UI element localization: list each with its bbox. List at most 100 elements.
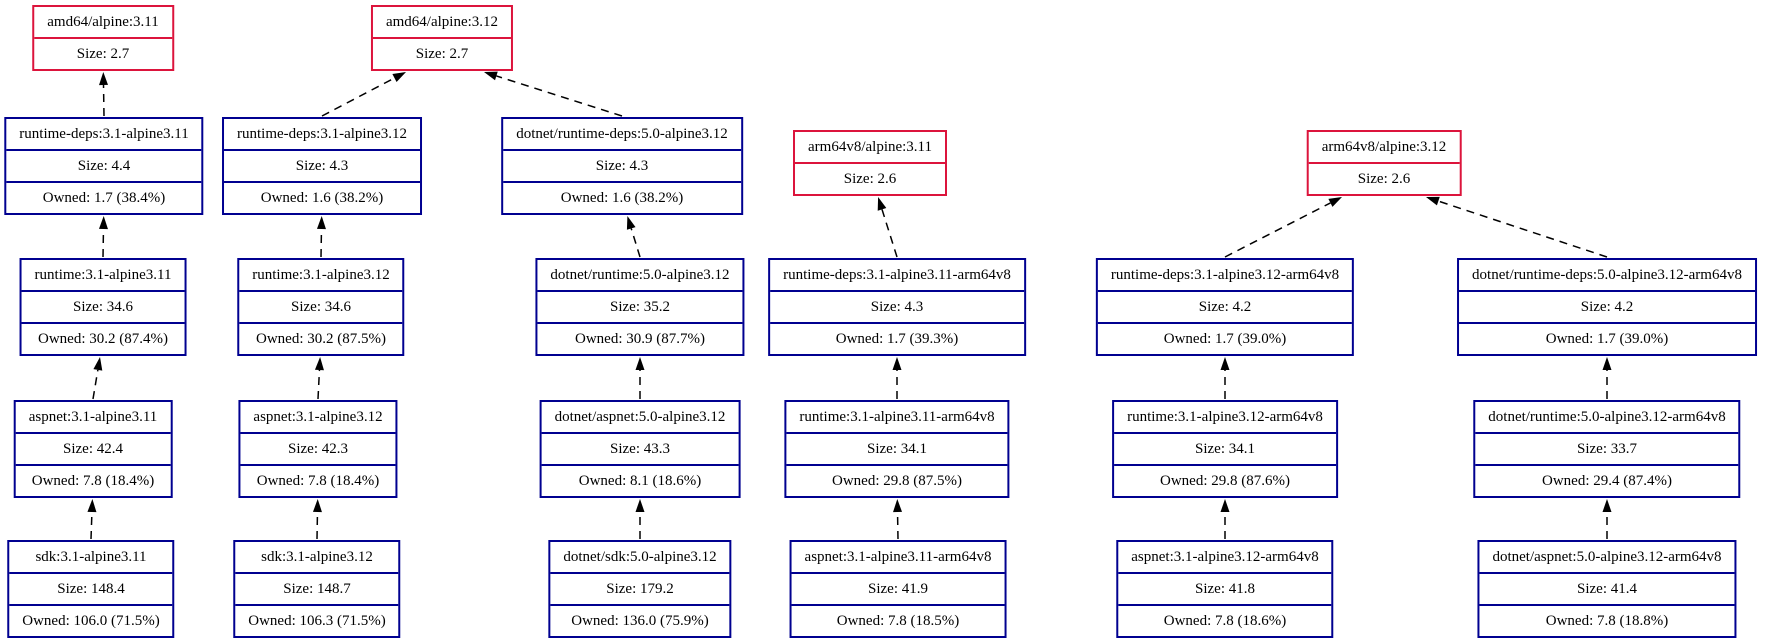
edge-n-runtime-311-to-n-runtime-deps-311 (98, 216, 108, 258)
node-size: Size: 43.3 (541, 432, 739, 464)
edge-n-runtime-311-arm-to-n-runtime-deps-311-arm (892, 357, 902, 399)
node-size: Size: 35.2 (537, 290, 743, 322)
node-owned: Owned: 1.6 (38.2%) (503, 181, 741, 213)
edge-n-runtime-deps-311-arm-to-n-arm64v8-alpine-311 (877, 197, 898, 258)
arrowhead-icon (1602, 499, 1612, 512)
edge-n-dotnet-runtime-50-arm-to-n-dotnet-runtime-deps-50-arm (1602, 357, 1612, 399)
node-owned: Owned: 1.6 (38.2%) (224, 181, 420, 213)
arrowhead-icon (635, 499, 645, 512)
node-size: Size: 33.7 (1475, 432, 1739, 464)
node-size: Size: 4.4 (6, 149, 202, 181)
node-size: Size: 2.6 (795, 162, 945, 194)
node-size: Size: 41.4 (1479, 572, 1735, 604)
node-title: arm64v8/alpine:3.12 (1321, 139, 1447, 155)
node-owned: Owned: 29.8 (87.6%) (1114, 464, 1336, 496)
node-title: amd64/alpine:3.12 (385, 14, 499, 30)
node-title: runtime-deps:3.1-alpine3.12 (237, 126, 407, 142)
node-size: Size: 34.1 (1114, 432, 1336, 464)
node-size: Size: 2.6 (1308, 162, 1460, 194)
edge-n-aspnet-311-arm-to-n-runtime-311-arm (893, 499, 903, 540)
node-owned: Owned: 30.2 (87.5%) (239, 322, 403, 354)
edge-n-runtime-312-arm-to-n-runtime-deps-312-arm (1220, 357, 1230, 399)
node-owned: Owned: 30.9 (87.7%) (537, 322, 743, 354)
node-owned: Owned: 136.0 (75.9%) (550, 604, 730, 636)
node-size: Size: 4.3 (224, 149, 420, 181)
node-size: Size: 42.4 (15, 432, 171, 464)
edge-n-runtime-deps-312-arm-to-n-arm64v8-alpine-312 (1224, 197, 1342, 258)
node-size: Size: 2.7 (34, 37, 172, 69)
edge-n-aspnet-312-arm-to-n-runtime-312-arm (1220, 499, 1230, 539)
node-title: aspnet:3.1-alpine3.12-arm64v8 (1131, 549, 1319, 565)
node-title: dotnet/aspnet:5.0-alpine3.12-arm64v8 (1492, 549, 1722, 565)
node-title: arm64v8/alpine:3.11 (808, 139, 932, 155)
node-size: Size: 2.7 (372, 37, 512, 69)
node-size: Size: 34.6 (21, 290, 185, 322)
arrowhead-icon (626, 216, 636, 230)
node-size: Size: 41.9 (791, 572, 1005, 604)
node-title: runtime-deps:3.1-alpine3.11-arm64v8 (783, 267, 1011, 283)
node-size: Size: 148.4 (9, 572, 173, 604)
edge-n-dotnet-runtime-50-to-n-dotnet-runtime-deps-50 (626, 216, 641, 258)
node-title: dotnet/runtime-deps:5.0-alpine3.12-arm64… (1472, 267, 1742, 283)
arrowhead-icon (1328, 197, 1342, 207)
arrowhead-icon (314, 357, 324, 371)
node-size: Size: 4.2 (1459, 290, 1755, 322)
arrowhead-icon (312, 499, 322, 513)
edge-n-aspnet-311-to-n-runtime-311 (92, 357, 103, 400)
node-owned: Owned: 29.8 (87.5%) (786, 464, 1008, 496)
node-title: sdk:3.1-alpine3.12 (261, 549, 373, 565)
arrowhead-icon (1220, 499, 1230, 512)
node-title: dotnet/runtime:5.0-alpine3.12-arm64v8 (1488, 409, 1726, 425)
node-title: amd64/alpine:3.11 (47, 14, 159, 30)
node-owned: Owned: 8.1 (18.6%) (541, 464, 739, 496)
node-size: Size: 42.3 (240, 432, 396, 464)
edge-n-runtime-deps-312-to-n-amd64-alpine-312 (321, 72, 406, 117)
node-owned: Owned: 7.8 (18.4%) (240, 464, 396, 496)
edge-n-dotnet-sdk-50-to-n-dotnet-aspnet-50 (635, 499, 645, 539)
arrowhead-icon (1220, 357, 1230, 370)
edge-n-sdk-312-to-n-aspnet-312 (312, 499, 322, 540)
node-owned: Owned: 1.7 (39.3%) (770, 322, 1024, 354)
node-size: Size: 34.1 (786, 432, 1008, 464)
node-owned: Owned: 1.7 (39.0%) (1097, 322, 1353, 354)
edge-n-runtime-deps-311-to-n-amd64-alpine-311 (99, 72, 109, 117)
node-title: dotnet/runtime-deps:5.0-alpine3.12 (516, 126, 728, 142)
arrowhead-icon (893, 499, 903, 513)
node-size: Size: 4.3 (503, 149, 741, 181)
arrowhead-icon (98, 216, 108, 230)
node-owned: Owned: 1.7 (39.0%) (1459, 322, 1755, 354)
edge-n-sdk-311-to-n-aspnet-311 (87, 499, 97, 540)
node-size: Size: 148.7 (235, 572, 399, 604)
node-owned: Owned: 29.4 (87.4%) (1475, 464, 1739, 496)
node-size: Size: 41.8 (1118, 572, 1332, 604)
arrowhead-icon (87, 499, 97, 513)
edge-n-dotnet-aspnet-50-to-n-dotnet-runtime-50 (635, 357, 645, 399)
arrowhead-icon (93, 357, 103, 371)
edge-n-dotnet-runtime-deps-50-arm-to-n-arm64v8-alpine-312 (1426, 196, 1608, 258)
node-size: Size: 34.6 (239, 290, 403, 322)
arrowhead-icon (892, 357, 902, 370)
arrowhead-icon (635, 357, 645, 370)
node-owned: Owned: 7.8 (18.6%) (1118, 604, 1332, 636)
node-owned: Owned: 7.8 (18.4%) (15, 464, 171, 496)
node-title: aspnet:3.1-alpine3.12 (253, 409, 383, 425)
node-title: runtime-deps:3.1-alpine3.12-arm64v8 (1110, 267, 1340, 283)
